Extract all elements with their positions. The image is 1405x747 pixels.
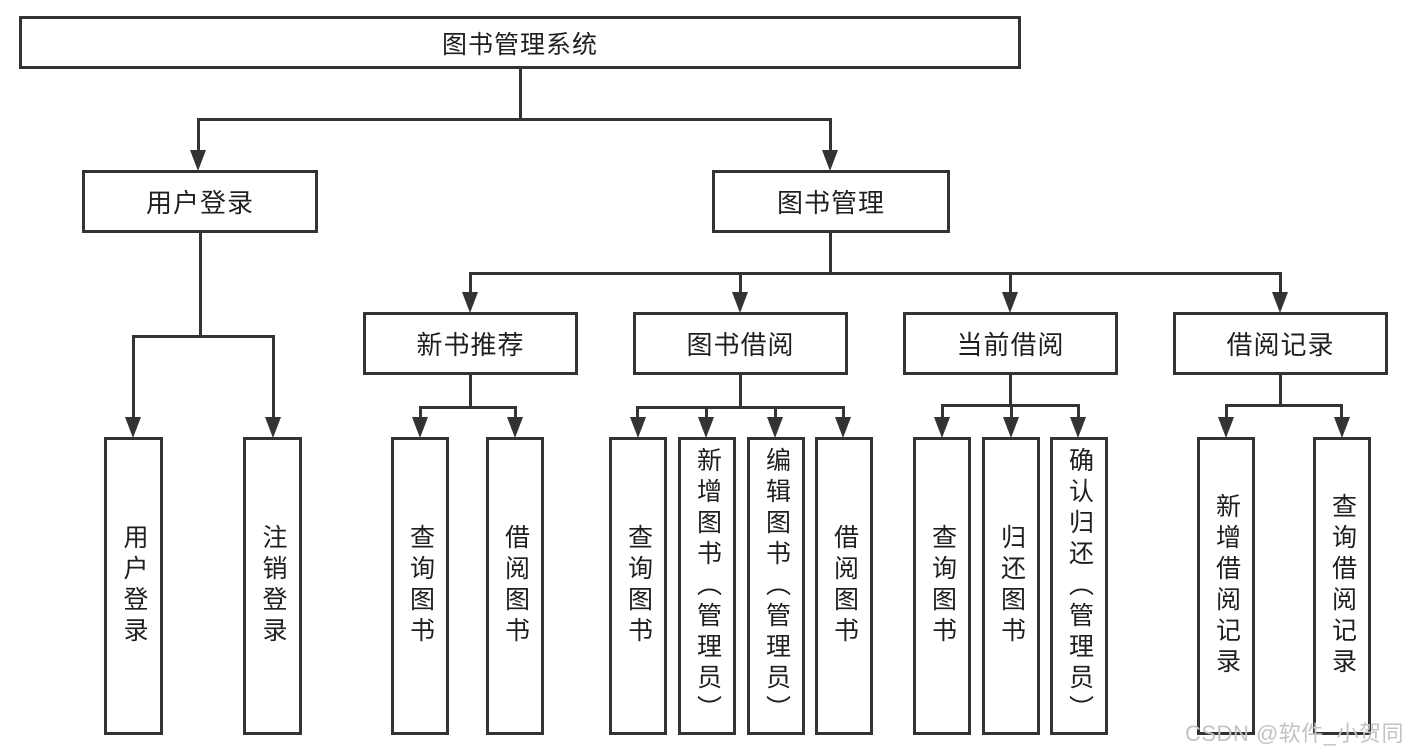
node-current-borrow: 当前借阅 (903, 312, 1118, 375)
arrow-down-icon (412, 417, 428, 438)
connector-recommend-branch (419, 406, 517, 409)
node-user-login: 用户登录 (82, 170, 318, 233)
arrow-down-icon (1003, 417, 1019, 438)
arrow-down-icon (462, 292, 478, 313)
arrow-down-icon (1002, 292, 1018, 313)
leaf-confirm-return-admin-label: 确认归还（管理员） (1065, 446, 1094, 726)
node-root-label: 图书管理系统 (441, 30, 598, 59)
leaf-query-book-current-label: 查询图书 (928, 524, 957, 648)
connector-leaf-drop (705, 406, 708, 419)
connector-level3-branch (469, 272, 1282, 275)
connector-level3-drop (1009, 272, 1012, 294)
connector-leaf-drop (774, 406, 777, 419)
leaf-borrow-book-label: 借阅图书 (830, 524, 859, 648)
node-user-login-label: 用户登录 (145, 188, 254, 218)
node-book-management-label: 图书管理 (776, 188, 885, 218)
leaf-return-book-label: 归还图书 (997, 524, 1026, 648)
connector-leaf-drop (272, 335, 275, 419)
leaf-add-book-admin-label: 新增图书（管理员） (693, 446, 722, 726)
arrow-down-icon (934, 417, 950, 438)
node-current-borrow-label: 当前借阅 (956, 330, 1065, 360)
connector-book-mgmt-drop (829, 118, 832, 154)
arrow-down-icon (1218, 417, 1234, 438)
connector-leaf-drop (1010, 404, 1013, 419)
connector-leaf-drop (636, 406, 639, 419)
connector-borrow-stem (739, 375, 742, 408)
arrow-down-icon (507, 417, 523, 438)
leaf-query-borrow-record-label: 查询借阅记录 (1328, 493, 1357, 679)
arrow-down-icon (698, 417, 714, 438)
connector-leaf-drop (842, 406, 845, 419)
leaf-user-login: 用户登录 (104, 437, 163, 735)
connector-leaf-drop (1225, 404, 1228, 419)
leaf-query-book-borrow: 查询图书 (609, 437, 667, 735)
leaf-borrow-book: 借阅图书 (815, 437, 873, 735)
arrow-down-icon (767, 417, 783, 438)
connector-leaf-drop (1077, 404, 1080, 419)
leaf-logout: 注销登录 (243, 437, 302, 735)
csdn-watermark: CSDN @软件_小贺同学 (1185, 721, 1405, 746)
arrow-down-icon (1272, 292, 1288, 313)
leaf-query-borrow-record: 查询借阅记录 (1313, 437, 1371, 735)
connector-leaf-drop (419, 406, 422, 419)
connector-user-branch (132, 335, 275, 338)
leaf-edit-book-admin: 编辑图书（管理员） (747, 437, 805, 735)
node-root: 图书管理系统 (19, 16, 1021, 69)
arrow-down-icon (190, 150, 206, 171)
leaf-return-book: 归还图书 (982, 437, 1040, 735)
connector-borrow-branch (636, 406, 845, 409)
connector-root-stem (519, 69, 522, 120)
node-book-borrow: 图书借阅 (633, 312, 848, 375)
arrow-down-icon (835, 417, 851, 438)
connector-level3-drop (469, 272, 472, 294)
connector-leaf-drop (132, 335, 135, 419)
arrow-down-icon (630, 417, 646, 438)
leaf-logout-label: 注销登录 (259, 524, 287, 648)
leaf-query-book-borrow-label: 查询图书 (624, 524, 653, 648)
connector-leaf-drop (941, 404, 944, 419)
connector-leaf-drop (1340, 404, 1343, 419)
arrow-down-icon (732, 292, 748, 313)
leaf-borrow-book-recommend-label: 借阅图书 (501, 524, 530, 648)
leaf-query-book-current: 查询图书 (913, 437, 971, 735)
leaf-borrow-book-recommend: 借阅图书 (486, 437, 544, 735)
connector-leaf-drop (514, 406, 517, 419)
node-borrow-record: 借阅记录 (1173, 312, 1388, 375)
connector-user-login-drop (197, 118, 200, 154)
connector-level2-branch (197, 118, 832, 121)
node-new-book-recommend: 新书推荐 (363, 312, 578, 375)
leaf-confirm-return-admin: 确认归还（管理员） (1050, 437, 1108, 735)
node-borrow-record-label: 借阅记录 (1226, 330, 1335, 360)
connector-user-login-stem (199, 233, 202, 337)
leaf-add-book-admin: 新增图书（管理员） (678, 437, 736, 735)
arrow-down-icon (1334, 417, 1350, 438)
connector-current-stem (1009, 375, 1012, 406)
connector-book-mgmt-stem (829, 233, 832, 275)
node-book-borrow-label: 图书借阅 (686, 330, 795, 360)
leaf-query-book-recommend: 查询图书 (391, 437, 449, 735)
leaf-add-borrow-record-label: 新增借阅记录 (1212, 493, 1241, 679)
leaf-user-login-label: 用户登录 (120, 524, 148, 648)
arrow-down-icon (1070, 417, 1086, 438)
connector-level3-drop (1279, 272, 1282, 294)
node-book-management: 图书管理 (712, 170, 950, 233)
leaf-query-book-recommend-label: 查询图书 (406, 524, 435, 648)
arrow-down-icon (125, 417, 141, 438)
arrow-down-icon (822, 150, 838, 171)
leaf-add-borrow-record: 新增借阅记录 (1197, 437, 1255, 735)
arrow-down-icon (265, 417, 281, 438)
connector-recommend-stem (469, 375, 472, 408)
leaf-edit-book-admin-label: 编辑图书（管理员） (762, 446, 791, 726)
connector-level3-drop (739, 272, 742, 294)
connector-record-branch (1225, 404, 1343, 407)
connector-record-stem (1279, 375, 1282, 406)
node-new-book-recommend-label: 新书推荐 (416, 330, 525, 360)
